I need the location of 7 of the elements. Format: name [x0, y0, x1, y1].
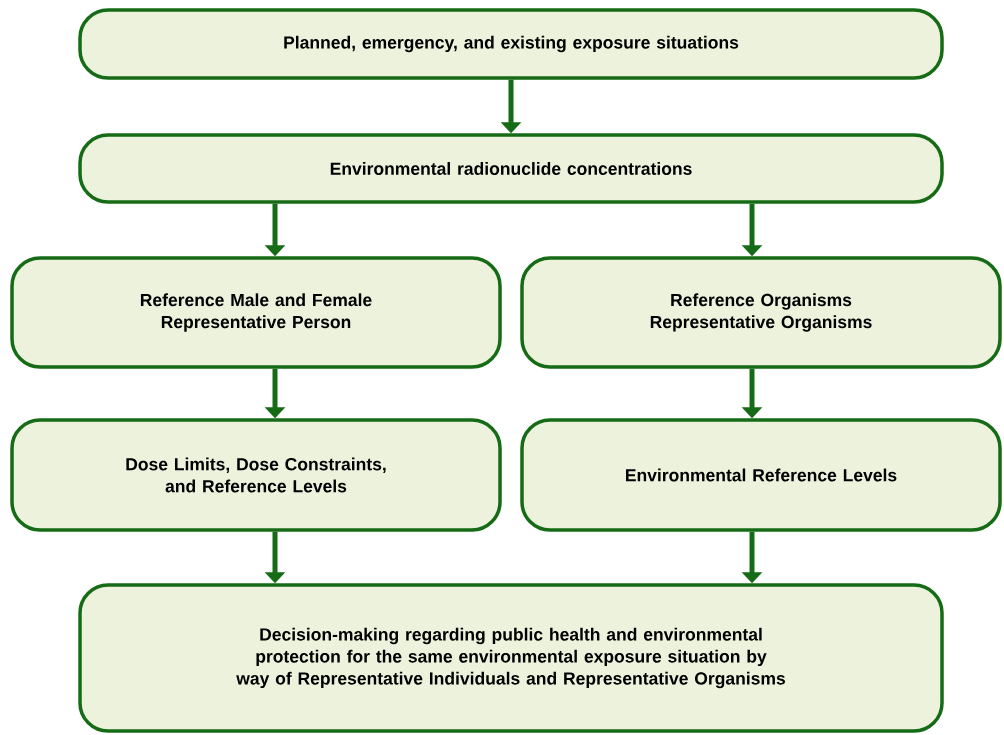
process-box: Decision-making regarding public health and environmental protection for the same environmental exposure situation by way of Representative Individuals and Representative Organisms [78, 583, 944, 733]
process-box: Environmental radionuclide concentrations [78, 133, 944, 204]
process-box: Reference Organisms Representative Organisms [520, 256, 1002, 369]
process-box: Dose Limits, Dose Constraints, and Reference Levels [10, 418, 502, 532]
process-box: Reference Male and Female Representative Person [10, 256, 502, 369]
process-box: Planned, emergency, and existing exposure situations [78, 8, 944, 80]
process-box: Environmental Reference Levels [520, 418, 1002, 532]
